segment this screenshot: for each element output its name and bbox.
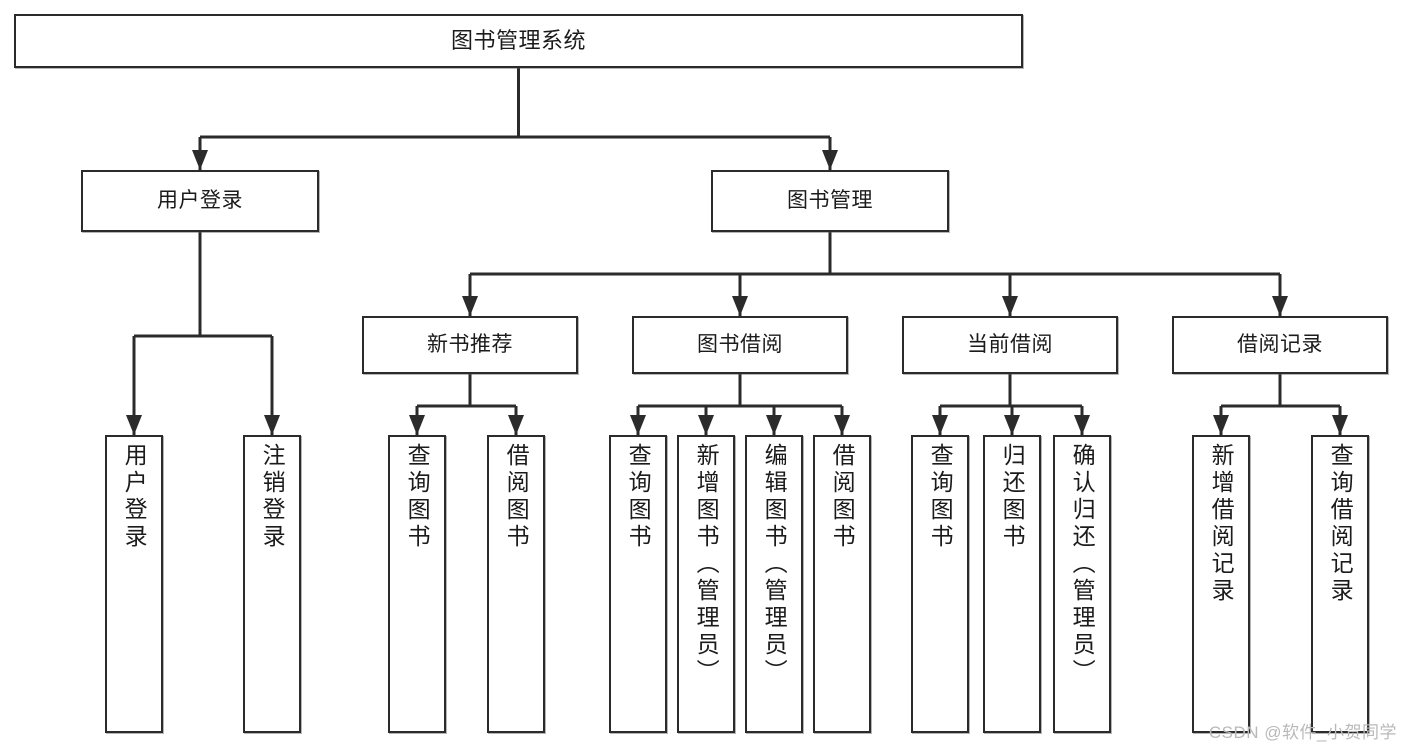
arrowhead-leaf-query-2 (630, 415, 646, 435)
node-label: 新增借阅记录 (1208, 443, 1235, 605)
node-leaf-edit-book[interactable]: 编辑图书（管理员） (745, 435, 803, 733)
node-leaf-return[interactable]: 归还图书 (983, 435, 1041, 733)
node-leaf-query-3[interactable]: 查询图书 (911, 435, 969, 733)
arrowhead-book-borrow (732, 296, 748, 316)
node-label: 借阅图书 (503, 443, 530, 551)
node-label: 用户登录 (121, 443, 148, 551)
node-leaf-borrow-2[interactable]: 借阅图书 (813, 435, 871, 733)
arrowhead-new-book-rec (462, 296, 478, 316)
node-label: 注销登录 (259, 443, 286, 551)
node-root[interactable]: 图书管理系统 (14, 14, 1023, 68)
node-leaf-confirm[interactable]: 确认归还（管理员） (1053, 435, 1111, 733)
node-leaf-user-login[interactable]: 用户登录 (105, 435, 163, 733)
arrowhead-leaf-return (1004, 415, 1020, 435)
node-label: 当前借阅 (967, 332, 1053, 356)
arrowhead-leaf-user-login (126, 415, 142, 435)
arrowhead-leaf-logout (264, 415, 280, 435)
node-label: 图书管理系统 (450, 28, 586, 54)
arrowhead-leaf-add-rec (1213, 415, 1229, 435)
arrowhead-leaf-add-book (698, 415, 714, 435)
arrowhead-current-borrow (1002, 296, 1018, 316)
node-label: 确认归还（管理员） (1069, 443, 1096, 686)
arrowhead-leaf-query-3 (932, 415, 948, 435)
arrowhead-leaf-borrow-1 (508, 415, 524, 435)
node-leaf-query-2[interactable]: 查询图书 (609, 435, 667, 733)
node-label: 新书推荐 (427, 332, 513, 356)
node-borrow-record[interactable]: 借阅记录 (1172, 316, 1388, 374)
node-label: 图书借阅 (697, 332, 783, 356)
watermark-text: CSDN @软件_小贺同学 (1208, 723, 1397, 742)
node-new-book-rec[interactable]: 新书推荐 (362, 316, 578, 374)
arrowhead-book-mgmt (822, 150, 838, 170)
node-label: 查询借阅记录 (1327, 443, 1354, 605)
node-label: 归还图书 (999, 443, 1026, 551)
node-label: 用户登录 (157, 188, 243, 212)
node-book-borrow[interactable]: 图书借阅 (632, 316, 848, 374)
node-label: 查询图书 (927, 443, 954, 551)
arrowhead-leaf-edit-book (766, 415, 782, 435)
arrowhead-leaf-query-1 (409, 415, 425, 435)
node-label: 查询图书 (625, 443, 652, 551)
node-label: 查询图书 (404, 443, 431, 551)
node-user-login[interactable]: 用户登录 (81, 170, 319, 232)
arrowhead-leaf-borrow-2 (834, 415, 850, 435)
node-leaf-add-rec[interactable]: 新增借阅记录 (1192, 435, 1250, 733)
node-label: 新增图书（管理员） (693, 443, 720, 686)
arrowhead-borrow-record (1272, 296, 1288, 316)
node-label: 编辑图书（管理员） (761, 443, 788, 686)
node-leaf-query-1[interactable]: 查询图书 (388, 435, 446, 733)
node-leaf-logout[interactable]: 注销登录 (243, 435, 301, 733)
arrowhead-user-login (192, 150, 208, 170)
arrowhead-leaf-query-rec (1332, 415, 1348, 435)
node-label: 借阅记录 (1237, 332, 1323, 356)
node-leaf-query-rec[interactable]: 查询借阅记录 (1311, 435, 1369, 733)
node-book-mgmt[interactable]: 图书管理 (711, 170, 949, 232)
arrowhead-leaf-confirm (1074, 415, 1090, 435)
node-label: 借阅图书 (829, 443, 856, 551)
node-leaf-borrow-1[interactable]: 借阅图书 (487, 435, 545, 733)
node-label: 图书管理 (787, 188, 873, 212)
node-leaf-add-book[interactable]: 新增图书（管理员） (677, 435, 735, 733)
node-current-borrow[interactable]: 当前借阅 (902, 316, 1118, 374)
